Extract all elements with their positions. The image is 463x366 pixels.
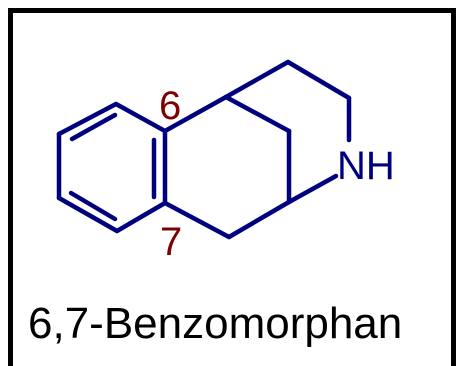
bond-c6-c-top	[223, 59, 291, 100]
locant-7-label: 7	[160, 220, 182, 264]
bond-c6a-c6	[162, 94, 229, 134]
locant-6-label: 6	[159, 84, 181, 128]
double-bond-c1-c2	[69, 112, 118, 142]
bond-c7-c7a	[162, 200, 232, 240]
bond-c1-c2	[56, 101, 119, 137]
bond-c6a-c1	[113, 101, 168, 134]
molecule-name-caption: 6,7-Benzomorphan	[28, 299, 403, 348]
bond-c3-c4	[56, 195, 120, 234]
bond-skeleton	[56, 59, 352, 240]
bond-c4-c7a	[114, 200, 168, 234]
nitrogen-nh-label: NH	[337, 144, 395, 188]
bond-c6-c-bridge	[223, 94, 292, 134]
bond-c-top-c-right	[285, 59, 352, 101]
bond-c-bridgehead-c7	[226, 199, 292, 240]
double-bond-c3-c4	[68, 190, 118, 222]
bond-n-c-bridgehead	[286, 173, 339, 205]
frame-border	[8, 8, 456, 366]
